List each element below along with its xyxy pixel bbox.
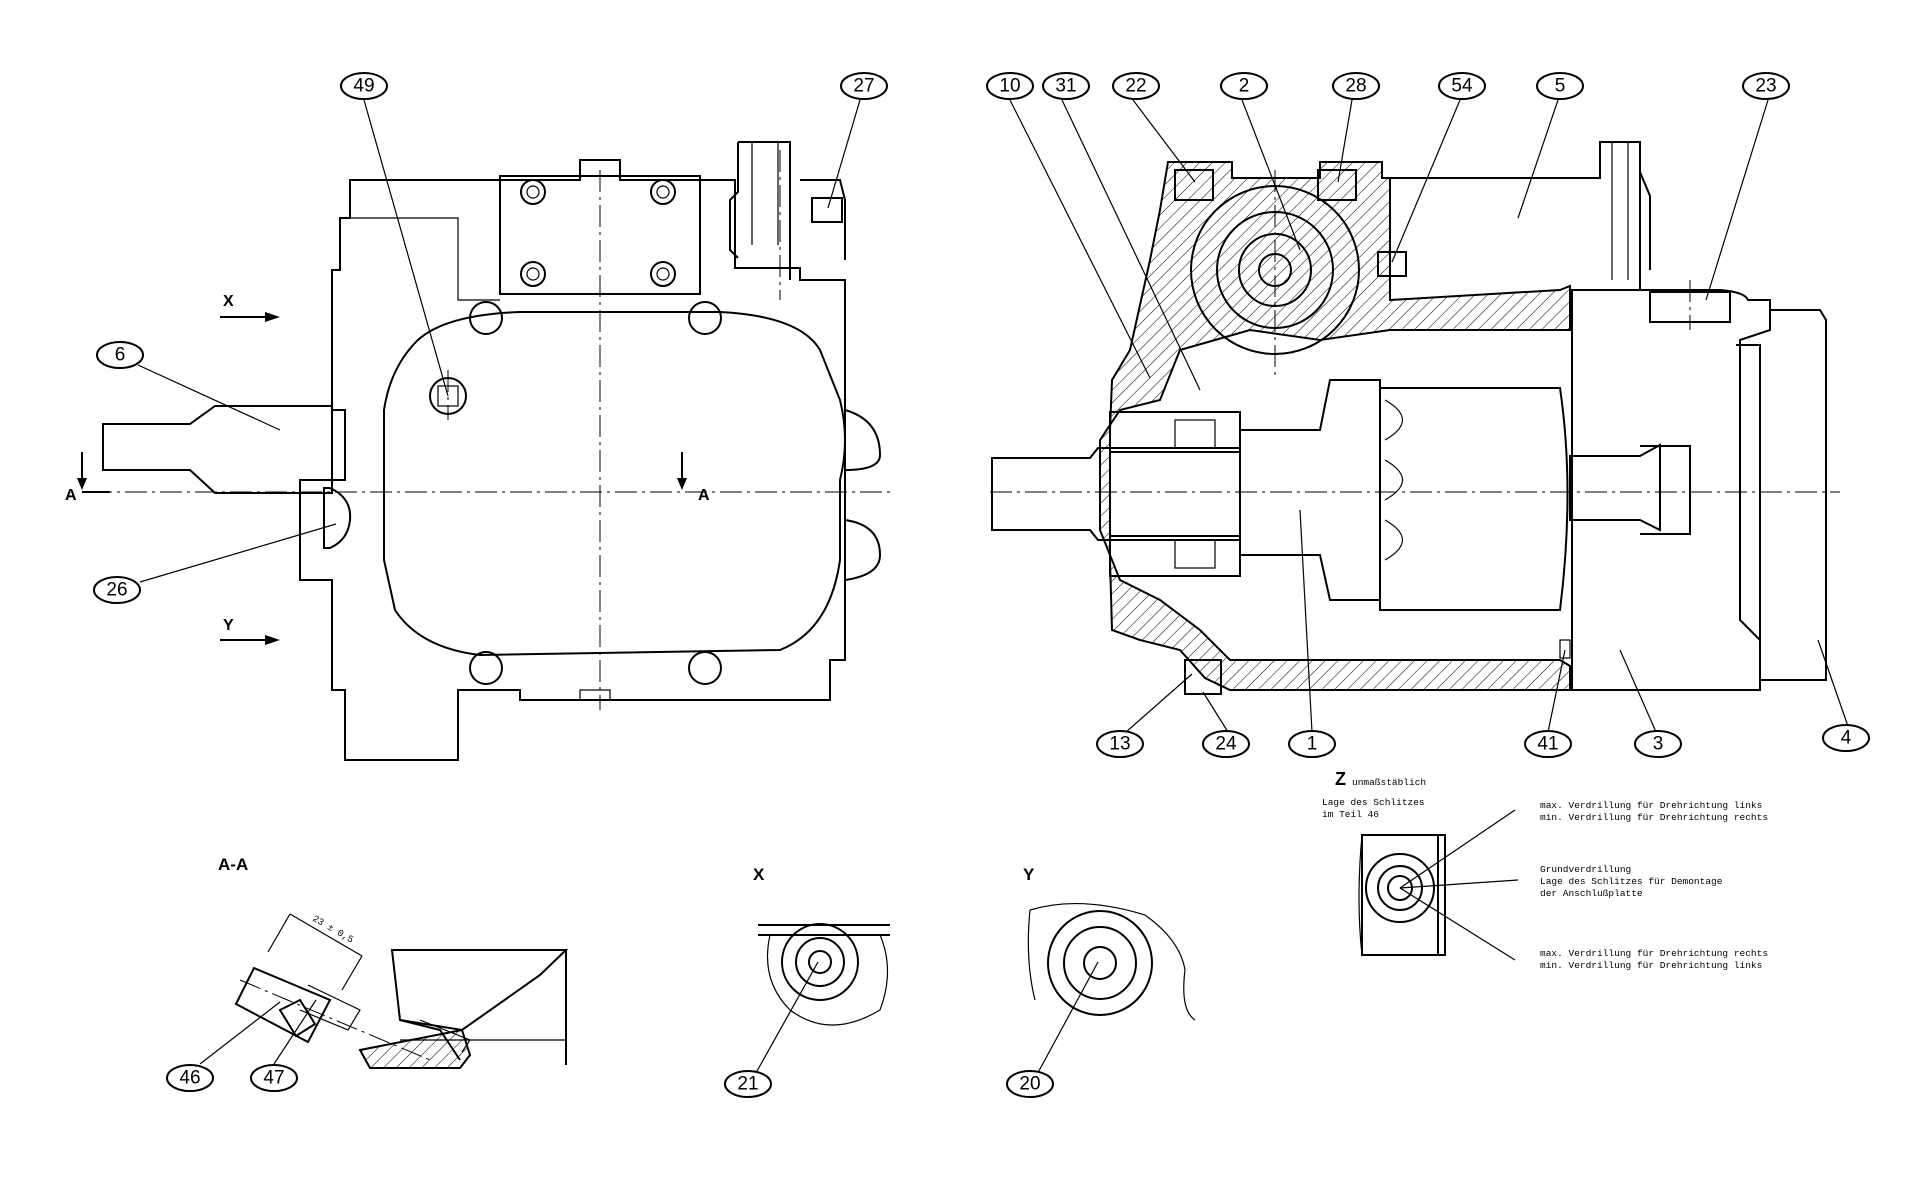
view-y: Y bbox=[1023, 865, 1196, 1021]
callout-6: 6 bbox=[96, 341, 144, 369]
view-arrow-x-label: X bbox=[223, 293, 234, 310]
section-label-a-right: A bbox=[698, 487, 710, 504]
svg-text:20: 20 bbox=[1019, 1074, 1040, 1095]
callout-22: 22 bbox=[1112, 72, 1160, 100]
section-a-a: A-A 23 ± 0,5 bbox=[218, 855, 569, 1069]
callout-4: 4 bbox=[1822, 724, 1870, 752]
svg-text:41: 41 bbox=[1537, 734, 1558, 755]
svg-text:22: 22 bbox=[1125, 76, 1146, 97]
view-x: X bbox=[753, 865, 890, 1026]
view-arrow-y: Y bbox=[220, 617, 280, 645]
leader-lines bbox=[137, 99, 1851, 1081]
section-arrow-a-right: A bbox=[677, 452, 710, 504]
callout-5: 5 bbox=[1536, 72, 1584, 100]
callout-13: 13 bbox=[1096, 730, 1144, 758]
callout-31: 31 bbox=[1042, 72, 1090, 100]
section-arrow-a-left: A bbox=[65, 452, 110, 504]
callout-24: 24 bbox=[1202, 730, 1250, 758]
view-z-note: unmaßstäblich bbox=[1352, 777, 1426, 788]
svg-text:46: 46 bbox=[179, 1068, 200, 1089]
section-a-a-title: A-A bbox=[218, 855, 248, 874]
cover-bolt bbox=[469, 301, 722, 685]
z-middle-note-line-2: Lage des Schlitzes für Demontage bbox=[1540, 876, 1723, 887]
section-view bbox=[990, 141, 1840, 695]
svg-text:23: 23 bbox=[1755, 76, 1776, 97]
svg-text:24: 24 bbox=[1215, 734, 1237, 755]
z-middle-note-line-1: Grundverdrillung bbox=[1540, 864, 1631, 875]
callout-20: 20 bbox=[1006, 1070, 1054, 1098]
callout-21: 21 bbox=[724, 1070, 772, 1098]
callout-47: 47 bbox=[250, 1064, 298, 1092]
bolt-head bbox=[520, 179, 676, 287]
svg-text:6: 6 bbox=[115, 345, 126, 366]
z-upper-note-line-2: min. Verdrillung für Drehrichtung rechts bbox=[1540, 812, 1768, 823]
slot-note-line-2: im Teil 46 bbox=[1322, 809, 1379, 820]
callout-49: 49 bbox=[340, 72, 388, 100]
view-y-title: Y bbox=[1023, 865, 1035, 884]
svg-text:47: 47 bbox=[263, 1068, 284, 1089]
slot-note-line-1: Lage des Schlitzes bbox=[1322, 797, 1425, 808]
svg-text:5: 5 bbox=[1555, 76, 1566, 97]
callout-54: 54 bbox=[1438, 72, 1486, 100]
svg-text:49: 49 bbox=[353, 76, 374, 97]
view-z-title: Z bbox=[1335, 769, 1346, 789]
callout-27: 27 bbox=[840, 72, 888, 100]
svg-text:27: 27 bbox=[853, 76, 874, 97]
callout-1: 1 bbox=[1288, 730, 1336, 758]
z-lower-note-line-2: min. Verdrillung für Drehrichtung links bbox=[1540, 960, 1762, 971]
svg-text:54: 54 bbox=[1451, 76, 1473, 97]
svg-text:13: 13 bbox=[1109, 734, 1130, 755]
svg-text:10: 10 bbox=[999, 76, 1020, 97]
svg-text:31: 31 bbox=[1055, 76, 1076, 97]
callout-3: 3 bbox=[1634, 730, 1682, 758]
callout-2: 2 bbox=[1220, 72, 1268, 100]
z-lower-note-line-1: max. Verdrillung für Drehrichtung rechts bbox=[1540, 948, 1768, 959]
svg-text:2: 2 bbox=[1239, 76, 1250, 97]
callout-23: 23 bbox=[1742, 72, 1790, 100]
side-view: X Y A A bbox=[65, 141, 890, 761]
svg-text:3: 3 bbox=[1653, 734, 1664, 755]
z-upper-note-line-1: max. Verdrillung für Drehrichtung links bbox=[1540, 800, 1762, 811]
svg-text:26: 26 bbox=[106, 580, 127, 601]
view-x-title: X bbox=[753, 865, 765, 884]
view-arrow-y-label: Y bbox=[223, 617, 234, 634]
callout-46: 46 bbox=[166, 1064, 214, 1092]
section-label-a-left: A bbox=[65, 487, 77, 504]
svg-text:28: 28 bbox=[1345, 76, 1366, 97]
view-arrow-x: X bbox=[220, 293, 280, 322]
z-middle-note-line-3: der Anschlußplatte bbox=[1540, 888, 1643, 899]
callout-10: 10 bbox=[986, 72, 1034, 100]
detail-z: Z unmaßstäblich Lage des Schlitzes im Te… bbox=[1322, 769, 1768, 971]
svg-text:4: 4 bbox=[1841, 728, 1852, 749]
callout-28: 28 bbox=[1332, 72, 1380, 100]
svg-text:1: 1 bbox=[1307, 734, 1318, 755]
svg-text:21: 21 bbox=[737, 1074, 758, 1095]
callout-26: 26 bbox=[93, 576, 141, 604]
callout-41: 41 bbox=[1524, 730, 1572, 758]
